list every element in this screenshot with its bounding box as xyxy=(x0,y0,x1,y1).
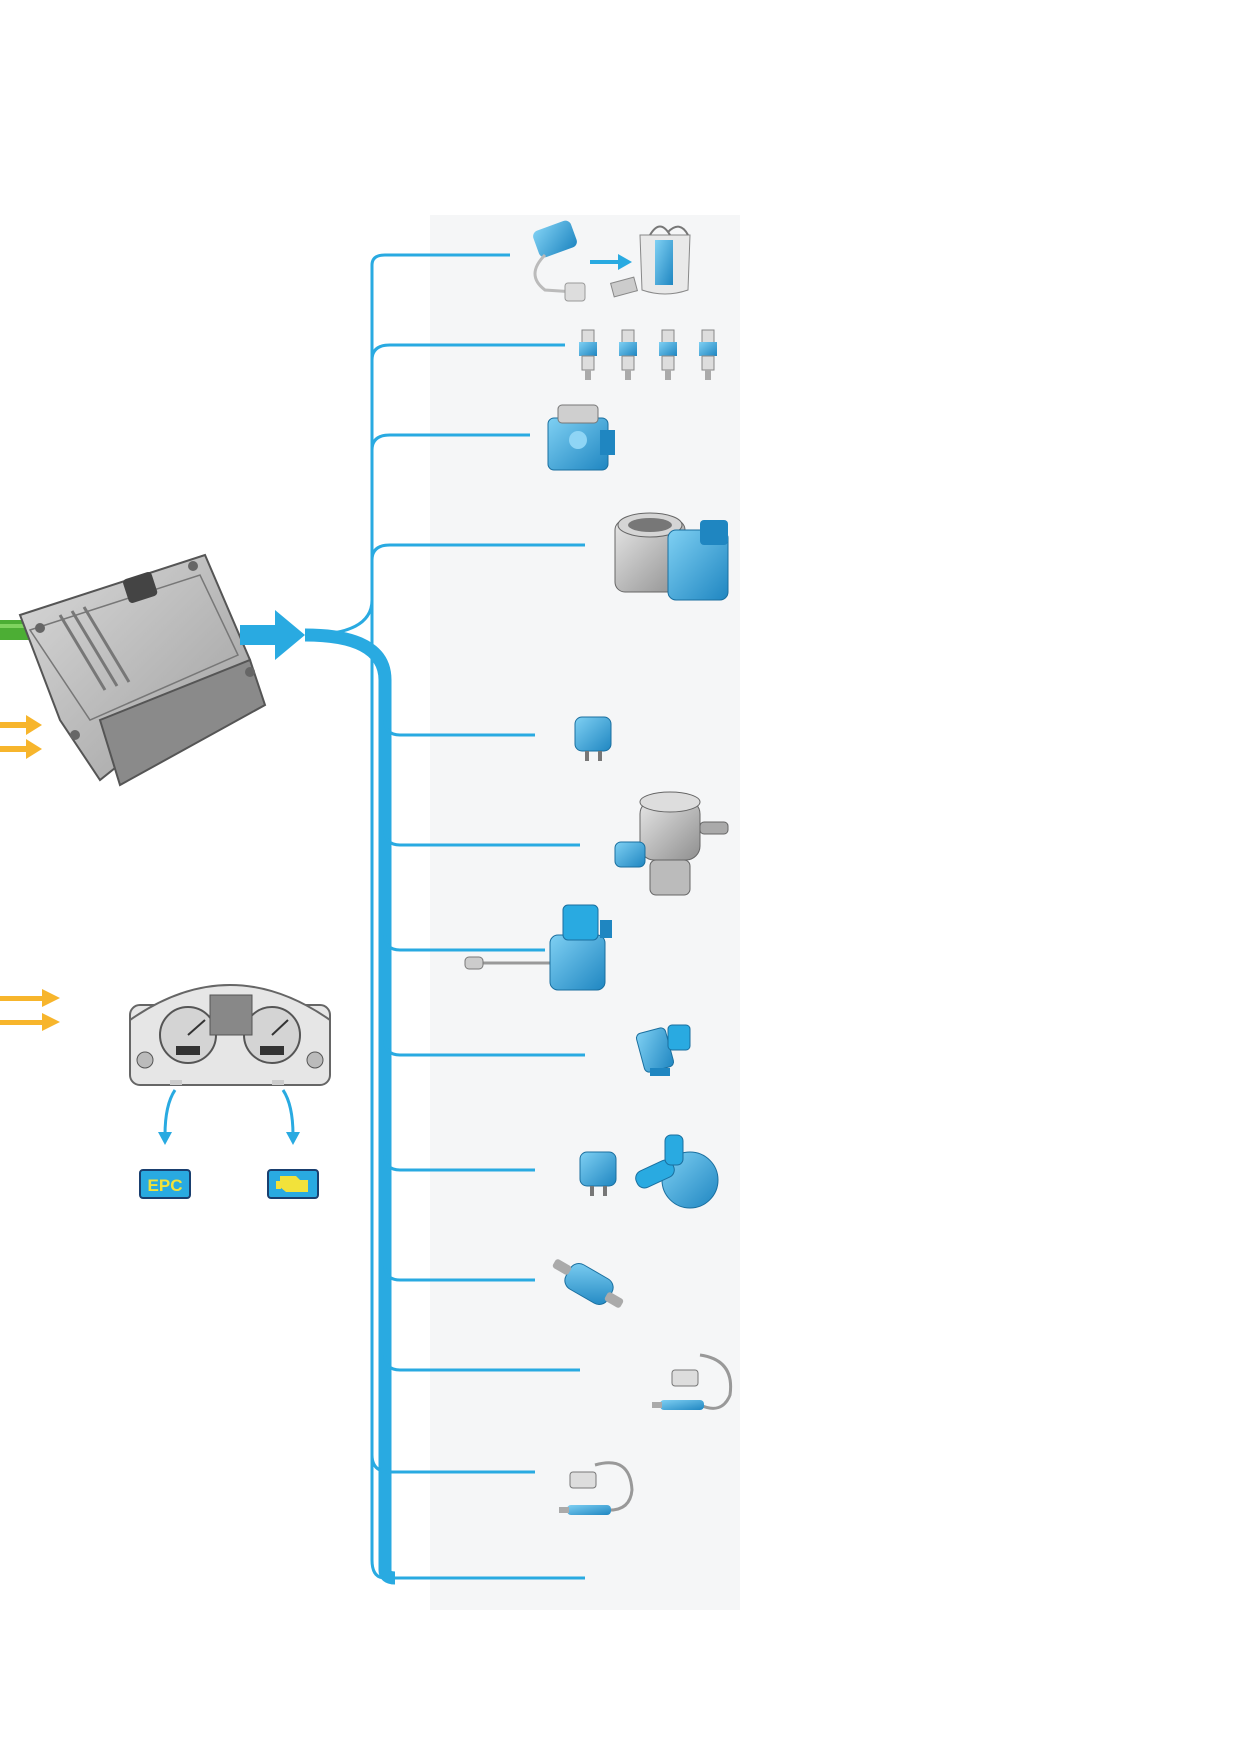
lambda-probe-icon xyxy=(652,1353,733,1410)
coolant-pump-icon xyxy=(579,1134,719,1209)
throttle-body-icon xyxy=(614,512,729,601)
lambda-probe-icon xyxy=(559,1461,634,1515)
solenoid-valve-icon xyxy=(635,1024,691,1076)
epc-label: EPC xyxy=(148,1176,183,1195)
epc-warning-lamp: EPC xyxy=(139,1169,191,1199)
injector-icon xyxy=(579,329,717,380)
actuator-icon xyxy=(464,904,612,991)
high-pressure-pump-icon xyxy=(614,791,729,896)
relay-icon xyxy=(574,716,612,761)
cluster-output-arrows xyxy=(163,1089,295,1136)
purge-valve-icon xyxy=(552,1259,624,1308)
ecu-output-arrow xyxy=(240,610,305,660)
fuel-pump-icon xyxy=(533,220,691,302)
output-bus xyxy=(304,253,585,1585)
engine-control-unit xyxy=(18,553,267,787)
check-engine-icon xyxy=(267,1169,319,1199)
ecu-input-arrows xyxy=(0,715,42,759)
ignition-coil-icon xyxy=(547,404,615,471)
cluster-input-arrows xyxy=(0,989,60,1031)
instrument-cluster xyxy=(129,984,331,1086)
